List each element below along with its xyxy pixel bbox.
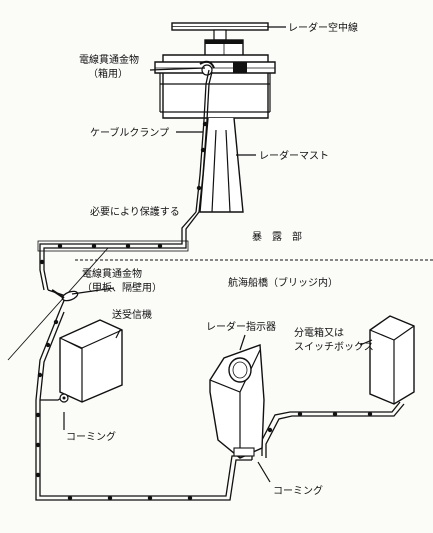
label-exposed-part: 暴 露 部 — [252, 230, 302, 243]
label-cable-gland-deck-2: （甲板、隔壁用） — [82, 281, 162, 294]
label-junction-box-2: スイッチボックス — [294, 341, 374, 353]
deck-cable-gland — [51, 289, 79, 302]
label-cable-gland-top-1: 電線貫通金物 — [79, 53, 139, 66]
cable-clamps — [35, 121, 373, 501]
label-cable-clamp: ケーブルクランプ — [90, 126, 169, 139]
label-cable-gland-deck-1: 電線貫通金物 — [82, 267, 142, 280]
label-protect-if-needed: 必要により保護する — [90, 205, 180, 218]
label-junction-box-1: 分電箱又は — [294, 326, 344, 339]
leader-lines — [63, 26, 373, 483]
label-nav-bridge: 航海船橋（ブリッジ内） — [228, 276, 338, 289]
label-cable-gland-top-2: （箱用） — [88, 67, 128, 80]
junction-box-unit — [369, 315, 415, 405]
protection-pipe — [37, 240, 189, 252]
mast-platform — [154, 54, 276, 119]
transceiver-unit — [59, 319, 123, 403]
label-radar-antenna: レーダー空中線 — [288, 21, 358, 34]
deck-boundary — [7, 247, 433, 361]
label-radar-mast: レーダーマスト — [259, 149, 329, 162]
label-radar-indicator: レーダー指示器 — [206, 320, 276, 333]
label-coaming-right: コーミング — [273, 484, 323, 497]
radar-mast — [199, 117, 244, 213]
radar-indicator-unit — [209, 344, 265, 459]
label-coaming-left: コーミング — [66, 430, 116, 443]
label-transceiver: 送受信機 — [112, 308, 152, 321]
